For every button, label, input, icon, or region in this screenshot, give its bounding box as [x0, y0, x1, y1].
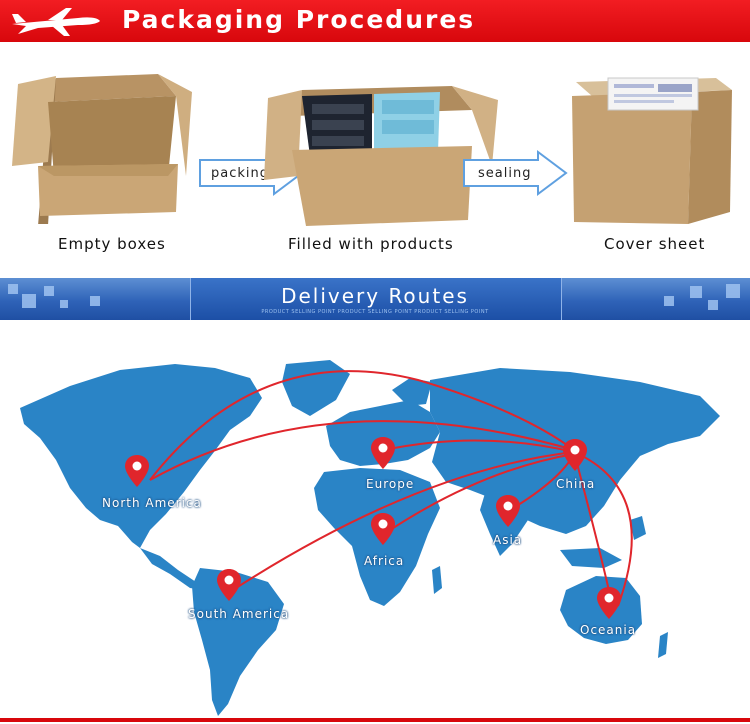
packing-label: packing — [211, 166, 269, 181]
empty-box-image — [8, 66, 194, 224]
decor-square — [44, 286, 54, 296]
route-china-europe — [383, 439, 575, 453]
decor-square — [60, 300, 68, 308]
route-china-north-america — [149, 370, 575, 481]
delivery-banner-center — [190, 278, 562, 320]
decor-square — [90, 296, 100, 306]
map-pin-icon — [371, 513, 395, 545]
decor-square — [726, 284, 740, 298]
step-caption-sealed: Cover sheet — [604, 235, 706, 253]
map-pin-icon — [563, 439, 587, 471]
map-pin-icon — [125, 455, 149, 487]
world-map: North America Europe China Africa Asia S… — [0, 320, 750, 720]
route-china-south-america — [235, 451, 575, 589]
route-china-oceania — [573, 451, 633, 607]
decor-square — [664, 296, 674, 306]
sealing-label: sealing — [478, 166, 532, 181]
label-asia: Asia — [493, 533, 523, 547]
map-pin-icon — [496, 495, 520, 527]
packaging-banner: Packaging Procedures — [0, 0, 750, 42]
decor-square — [8, 284, 18, 294]
filled-box-image — [262, 70, 502, 230]
route-china-north-america-2 — [149, 420, 575, 481]
label-europe: Europe — [366, 477, 415, 491]
delivery-subtitle: PRODUCT SELLING POINT PRODUCT SELLING PO… — [261, 309, 489, 315]
sealing-arrow-icon — [463, 150, 568, 196]
bottom-bar — [0, 718, 750, 722]
label-oceania: Oceania — [580, 623, 637, 637]
step-caption-filled: Filled with products — [288, 235, 454, 253]
route-lines — [149, 370, 633, 607]
packaging-title: Packaging Procedures — [122, 5, 476, 34]
delivery-banner: Delivery Routes PRODUCT SELLING POINT PR… — [0, 278, 750, 320]
decor-square — [690, 286, 702, 298]
delivery-title: Delivery Routes — [281, 284, 469, 308]
map-pin-icon — [217, 569, 241, 601]
airplane-icon — [12, 8, 100, 36]
label-africa: Africa — [364, 554, 405, 568]
map-pin-icon — [597, 587, 621, 619]
sealed-box-image — [566, 72, 736, 228]
route-china-africa — [383, 453, 575, 535]
step-caption-empty: Empty boxes — [58, 235, 166, 253]
map-pin-icon — [371, 437, 395, 469]
decor-square — [22, 294, 36, 308]
decor-square — [708, 300, 718, 310]
label-north-america: North America — [102, 496, 202, 510]
label-china: China — [556, 477, 596, 491]
label-south-america: South America — [188, 607, 290, 621]
